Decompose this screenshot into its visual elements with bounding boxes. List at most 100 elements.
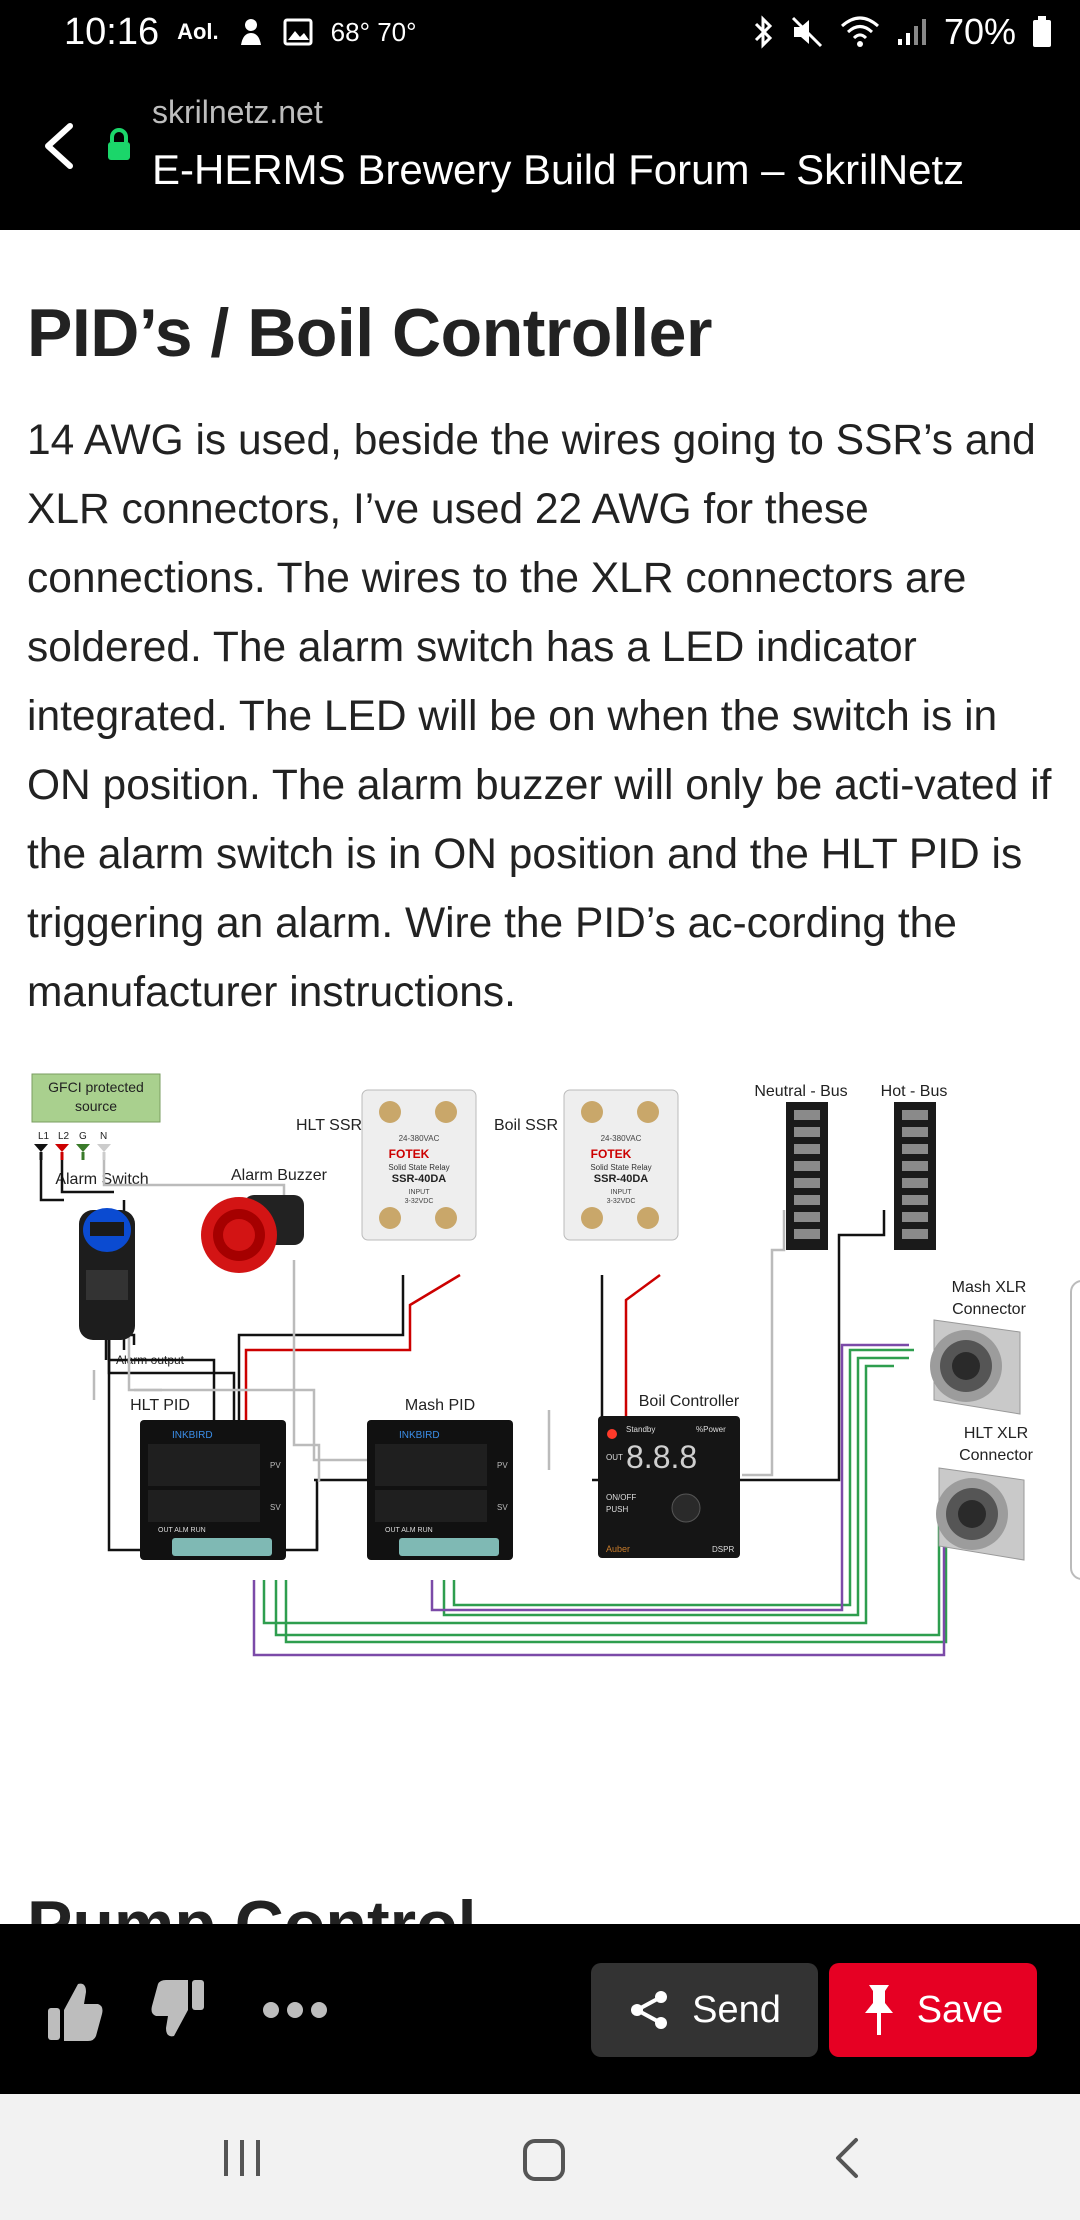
mash-pid-brand: INKBIRD [399, 1430, 440, 1441]
hlt-ssr-device: 24-380VAC FOTEK Solid State Relay SSR-40… [361, 1089, 477, 1241]
save-label: Save [916, 1988, 1004, 2031]
hlt-pid-brand: INKBIRD [172, 1430, 213, 1441]
signal-icon [896, 17, 928, 47]
mash-pid-label: Mash PID [405, 1397, 475, 1414]
terminal-l1-arrow [34, 1144, 48, 1152]
boil-ssr-label: Boil SSR [494, 1117, 558, 1134]
page-url[interactable]: skrilnetz.net [152, 94, 323, 130]
recent-apps-button[interactable] [222, 2138, 262, 2178]
terminal-l1-label: L1 [38, 1131, 50, 1142]
boil-display: 8.8.8 [626, 1439, 697, 1475]
gfci-label-1: GFCI protected [48, 1079, 144, 1095]
back-arrow-icon [45, 123, 73, 169]
back-button[interactable] [34, 116, 84, 176]
boil-ssr-brand: FOTEK [591, 1147, 632, 1161]
dislike-button[interactable] [150, 1978, 208, 2042]
neutral-bus-label: Neutral - Bus [754, 1083, 847, 1100]
boil-ssr-input-v: 3-32VDC [607, 1198, 636, 1205]
wiring-diagram: GFCI protected source L1 L2 G N Alarm Sw… [31, 1073, 1034, 1657]
status-bar: 10:16 Aol. 68° 70° 70% [0, 0, 1080, 64]
boil-standby: Standby [626, 1425, 655, 1434]
image-icon [283, 18, 313, 46]
hlt-ssr-rating: 24-380VAC [399, 1134, 440, 1143]
boil-power: %Power [696, 1425, 726, 1434]
boil-brand: Auber [606, 1544, 630, 1554]
home-button[interactable] [522, 2138, 566, 2182]
home-icon [523, 2139, 565, 2181]
mute-icon [790, 15, 824, 49]
more-dots-icon [263, 2002, 327, 2018]
hot-bus-device [894, 1102, 936, 1250]
bluetooth-icon [752, 15, 774, 49]
hlt-pid-sv: SV [270, 1503, 281, 1512]
hlt-ssr-type: Solid State Relay [388, 1163, 449, 1172]
hlt-pid-device: INKBIRD PV SV OUT ALM RUN [140, 1420, 286, 1560]
thumbs-down-icon [151, 1980, 204, 2037]
hlt-ssr-input-v: 3-32VDC [405, 1198, 434, 1205]
gfci-label-2: source [75, 1098, 117, 1114]
hlt-xlr-device [936, 1467, 1025, 1561]
boil-ssr-model: SSR-40DA [594, 1173, 648, 1185]
action-bar: Send Save [0, 1924, 1080, 2094]
mash-xlr-label-2: Connector [952, 1301, 1026, 1318]
alarm-switch-device [79, 1208, 135, 1340]
neutral-bus-device [786, 1102, 828, 1250]
terminal-n-arrow [97, 1144, 111, 1152]
like-button[interactable] [44, 1978, 104, 2044]
lock-icon [106, 128, 132, 162]
next-section-heading: Pump Control [27, 1886, 477, 1924]
mash-pid-pv: PV [497, 1461, 508, 1470]
hlt-ssr-model: SSR-40DA [392, 1173, 446, 1185]
boil-push: PUSH [606, 1505, 628, 1514]
boil-model: DSPR [712, 1545, 734, 1554]
boil-ssr-type: Solid State Relay [590, 1163, 651, 1172]
boil-ssr-input: INPUT [611, 1189, 633, 1196]
section-heading: PID’s / Boil Controller [27, 295, 712, 371]
send-button[interactable]: Send [591, 1963, 818, 2057]
hlt-pid-keys: OUT ALM RUN [158, 1527, 206, 1534]
page-title: E-HERMS Brewery Build Forum – SkrilNetz [152, 146, 965, 193]
hlt-ssr-label: HLT SSR [296, 1117, 362, 1134]
section-paragraph: 14 AWG is used, beside the wires going t… [27, 417, 1052, 1016]
terminal-g-arrow [76, 1144, 90, 1152]
status-weather: 68° 70° [330, 16, 417, 47]
boil-ssr-device: 24-380VAC FOTEK Solid State Relay SSR-40… [563, 1089, 679, 1241]
thumbs-up-icon [48, 1983, 103, 2041]
system-nav-bar [0, 2094, 1080, 2220]
status-carrier: Aol. [177, 19, 219, 44]
terminal-n-label: N [100, 1131, 107, 1142]
browser-header: skrilnetz.net E-HERMS Brewery Build Foru… [0, 64, 1080, 230]
share-icon [631, 1991, 668, 2029]
gfci-source-box [31, 1073, 161, 1123]
hlt-ssr-input: INPUT [409, 1189, 431, 1196]
edge-panel-handle[interactable] [1070, 1280, 1080, 1580]
boil-ssr-rating: 24-380VAC [601, 1134, 642, 1143]
alarm-buzzer-label: Alarm Buzzer [231, 1167, 328, 1184]
terminal-l2-label: L2 [58, 1131, 70, 1142]
pin-icon [864, 1985, 893, 2035]
battery-percent: 70% [943, 11, 1016, 52]
send-label: Send [692, 1988, 781, 2031]
terminal-g-label: G [79, 1131, 87, 1142]
system-back-button[interactable] [832, 2136, 862, 2180]
alarm-buzzer-device [201, 1195, 304, 1273]
assistant-icon [237, 17, 265, 47]
battery-icon [1032, 16, 1052, 48]
hlt-pid-pv: PV [270, 1461, 281, 1470]
mash-pid-sv: SV [497, 1503, 508, 1512]
more-options-button[interactable] [262, 2000, 328, 2020]
hlt-ssr-brand: FOTEK [389, 1147, 430, 1161]
boil-onoff: ON/OFF [606, 1493, 636, 1502]
save-button[interactable]: Save [829, 1963, 1037, 2057]
hlt-xlr-label-1: HLT XLR [964, 1425, 1028, 1442]
article: PID’s / Boil Controller 14 AWG is used, … [0, 230, 1080, 1924]
boil-controller-label: Boil Controller [639, 1393, 740, 1410]
recent-apps-icon [224, 2140, 260, 2176]
hlt-xlr-label-2: Connector [959, 1447, 1033, 1464]
mash-pid-device: INKBIRD PV SV OUT ALM RUN [367, 1420, 513, 1560]
hot-bus-label: Hot - Bus [881, 1083, 948, 1100]
terminal-l2-arrow [55, 1144, 69, 1152]
system-back-icon [836, 2138, 858, 2178]
boil-controller-device: Standby %Power OUT 8.8.8 ON/OFF PUSH Aub… [598, 1416, 740, 1558]
status-time: 10:16 [64, 10, 160, 53]
